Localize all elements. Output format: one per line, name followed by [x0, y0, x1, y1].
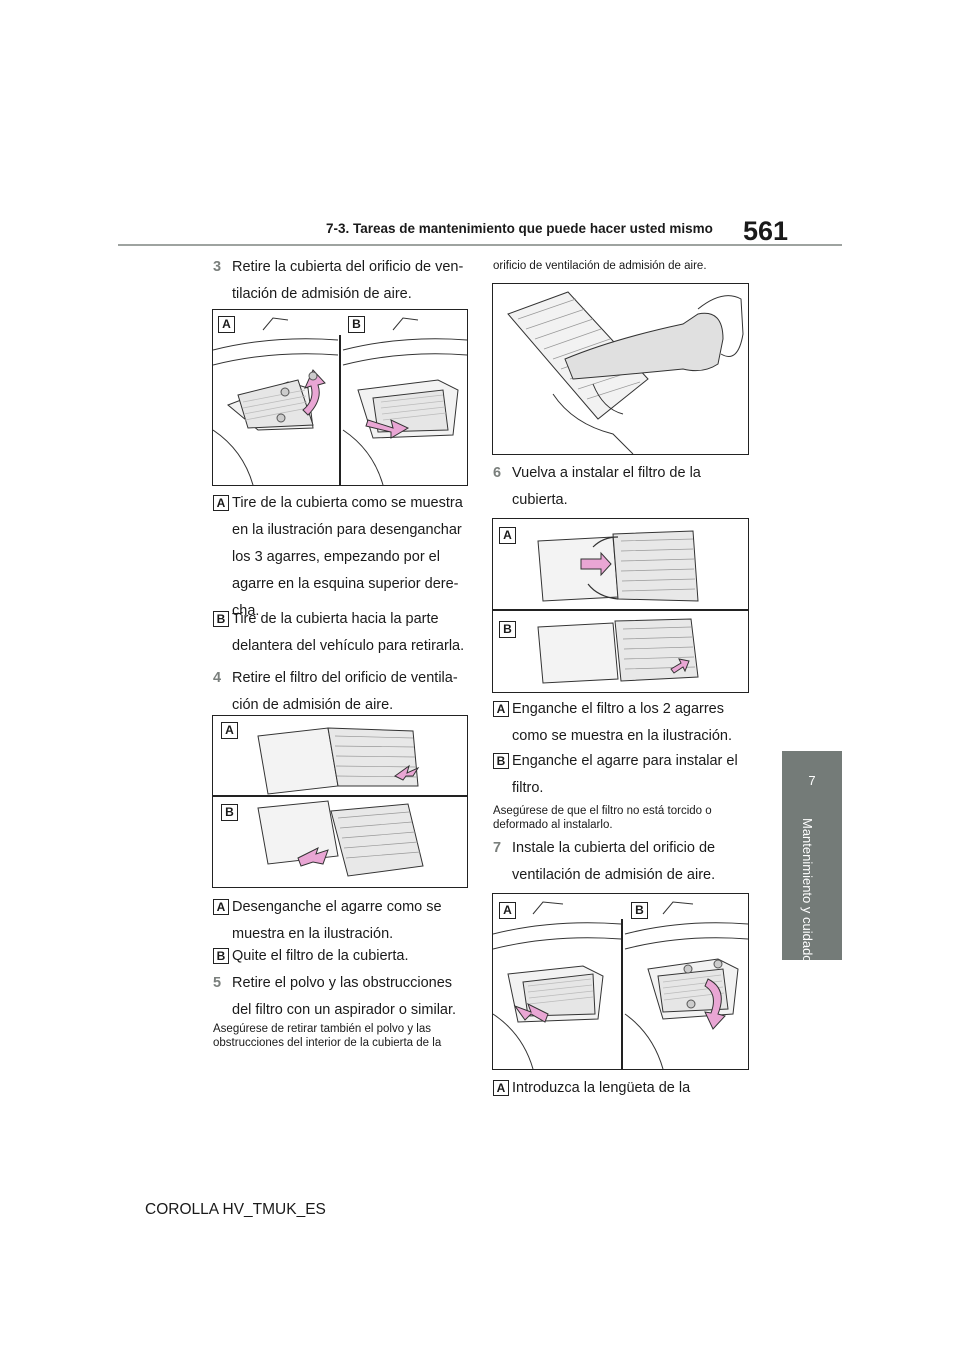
- instruction-text: Quite el filtro de la cubierta.: [232, 948, 409, 964]
- label-badge-b: B: [213, 611, 229, 627]
- step-5: 5 Retire el polvo y las obstrucciones del…: [213, 970, 478, 1024]
- label-badge-b: B: [493, 753, 509, 769]
- instruction-text: delantera del vehículo para retirarla.: [232, 638, 465, 654]
- step-number: 3: [213, 259, 222, 275]
- figure-label-a: A: [499, 527, 516, 544]
- step-text: cubierta.: [512, 492, 568, 508]
- label-badge-a: A: [213, 899, 229, 915]
- instruction-text: como se muestra en la ilustración.: [512, 728, 733, 744]
- step-text: Retire la cubierta del orificio de ven-: [232, 259, 464, 275]
- figure-cover-removal: A B: [212, 309, 468, 486]
- step-text: tilación de admisión de aire.: [232, 286, 412, 302]
- step-text: ventilación de admisión de aire.: [512, 867, 716, 883]
- instruction-a: A Enganche el filtro a los 2 agarres com…: [493, 696, 758, 750]
- step-7: 7 Instale la cubierta del orificio de ven…: [493, 835, 758, 889]
- figure-cover-install: A B: [492, 893, 749, 1070]
- step-number: 5: [213, 975, 222, 991]
- note-continued: orificio de ventilación de admisión de a…: [493, 260, 707, 272]
- step-4: 4 Retire el filtro del orificio de venti…: [213, 665, 478, 719]
- chapter-title-tab: Mantenimiento y cuidados: [782, 810, 842, 969]
- instruction-text: Tire de la cubierta como se muestra: [232, 495, 463, 511]
- note-text: obstrucciones del interior de la cubiert…: [213, 1037, 442, 1049]
- step-text: Retire el polvo y las obstrucciones: [232, 975, 453, 991]
- note: Asegúrese de retirar también el polvo y …: [213, 1022, 483, 1050]
- figure-filter-install: A B: [492, 518, 749, 693]
- figure-label-b: B: [348, 316, 365, 333]
- header-divider: [118, 244, 842, 246]
- step-text: Instale la cubierta del orificio de: [512, 840, 716, 856]
- step-text: Vuelva a instalar el filtro de la: [512, 465, 701, 481]
- instruction-text: en la ilustración para desenganchar: [232, 522, 462, 538]
- instruction-text: cha.: [232, 603, 260, 619]
- step-number: 4: [213, 670, 222, 686]
- note-text: Asegúrese de retirar también el polvo y …: [213, 1023, 431, 1035]
- chapter-title: Mantenimiento y cuidados: [800, 818, 815, 970]
- instruction-a: A Introduzca la lengüeta de la: [493, 1075, 758, 1102]
- figure-label-a: A: [499, 902, 516, 919]
- note-text: deformado al instalarlo.: [493, 819, 613, 831]
- step-number: 6: [493, 465, 502, 481]
- figure-label-b: B: [499, 621, 516, 638]
- instruction-text: muestra en la ilustración.: [232, 926, 394, 942]
- instruction-b: B Tire de la cubierta hacia la parte del…: [213, 606, 478, 660]
- instruction-b: B Enganche el agarre para instalar el fi…: [493, 748, 758, 802]
- page-number: 561: [743, 216, 789, 246]
- step-number: 7: [493, 840, 502, 856]
- step-text: del filtro con un aspirador o similar.: [232, 1002, 457, 1018]
- document-code: COROLLA HV_TMUK_ES: [145, 1201, 326, 1218]
- instruction-text: agarre en la esquina superior dere-: [232, 576, 459, 592]
- label-badge-a: A: [493, 701, 509, 717]
- note-text: Asegúrese de que el filtro no está torci…: [493, 805, 712, 817]
- instruction-text: filtro.: [512, 780, 544, 796]
- instruction-text: Tire de la cubierta hacia la parte: [232, 611, 439, 627]
- figure-label-b: B: [631, 902, 648, 919]
- figure-label-b: B: [221, 804, 238, 821]
- instruction-text: Desenganche el agarre como se: [232, 899, 442, 915]
- label-badge-a: A: [213, 495, 229, 511]
- instruction-text: los 3 agarres, empezando por el: [232, 549, 440, 565]
- label-badge-b: B: [213, 948, 229, 964]
- step-text: ción de admisión de aire.: [232, 697, 394, 713]
- instruction-text: Introduzca la lengüeta de la: [512, 1080, 691, 1096]
- instruction-text: Enganche el agarre para instalar el: [512, 753, 738, 769]
- note: Asegúrese de que el filtro no está torci…: [493, 804, 763, 832]
- step-3: 3 Retire la cubierta del orificio de ven…: [213, 254, 478, 308]
- label-badge-a: A: [493, 1080, 509, 1096]
- instruction-text: Enganche el filtro a los 2 agarres: [512, 701, 724, 717]
- chapter-number-tab: 7: [782, 751, 842, 810]
- section-title: 7-3. Tareas de mantenimiento que puede h…: [326, 221, 713, 236]
- figure-label-a: A: [221, 722, 238, 739]
- figure-label-a: A: [218, 316, 235, 333]
- step-text: Retire el filtro del orificio de ventila…: [232, 670, 458, 686]
- figure-vacuum-filter: [492, 283, 749, 455]
- figure-filter-removal: A B: [212, 715, 468, 888]
- instruction-a: A Tire de la cubierta como se muestra en…: [213, 490, 478, 625]
- step-6: 6 Vuelva a instalar el filtro de la cubie…: [493, 460, 758, 514]
- instruction-a: A Desenganche el agarre como se muestra …: [213, 894, 478, 948]
- instruction-b: B Quite el filtro de la cubierta.: [213, 943, 478, 970]
